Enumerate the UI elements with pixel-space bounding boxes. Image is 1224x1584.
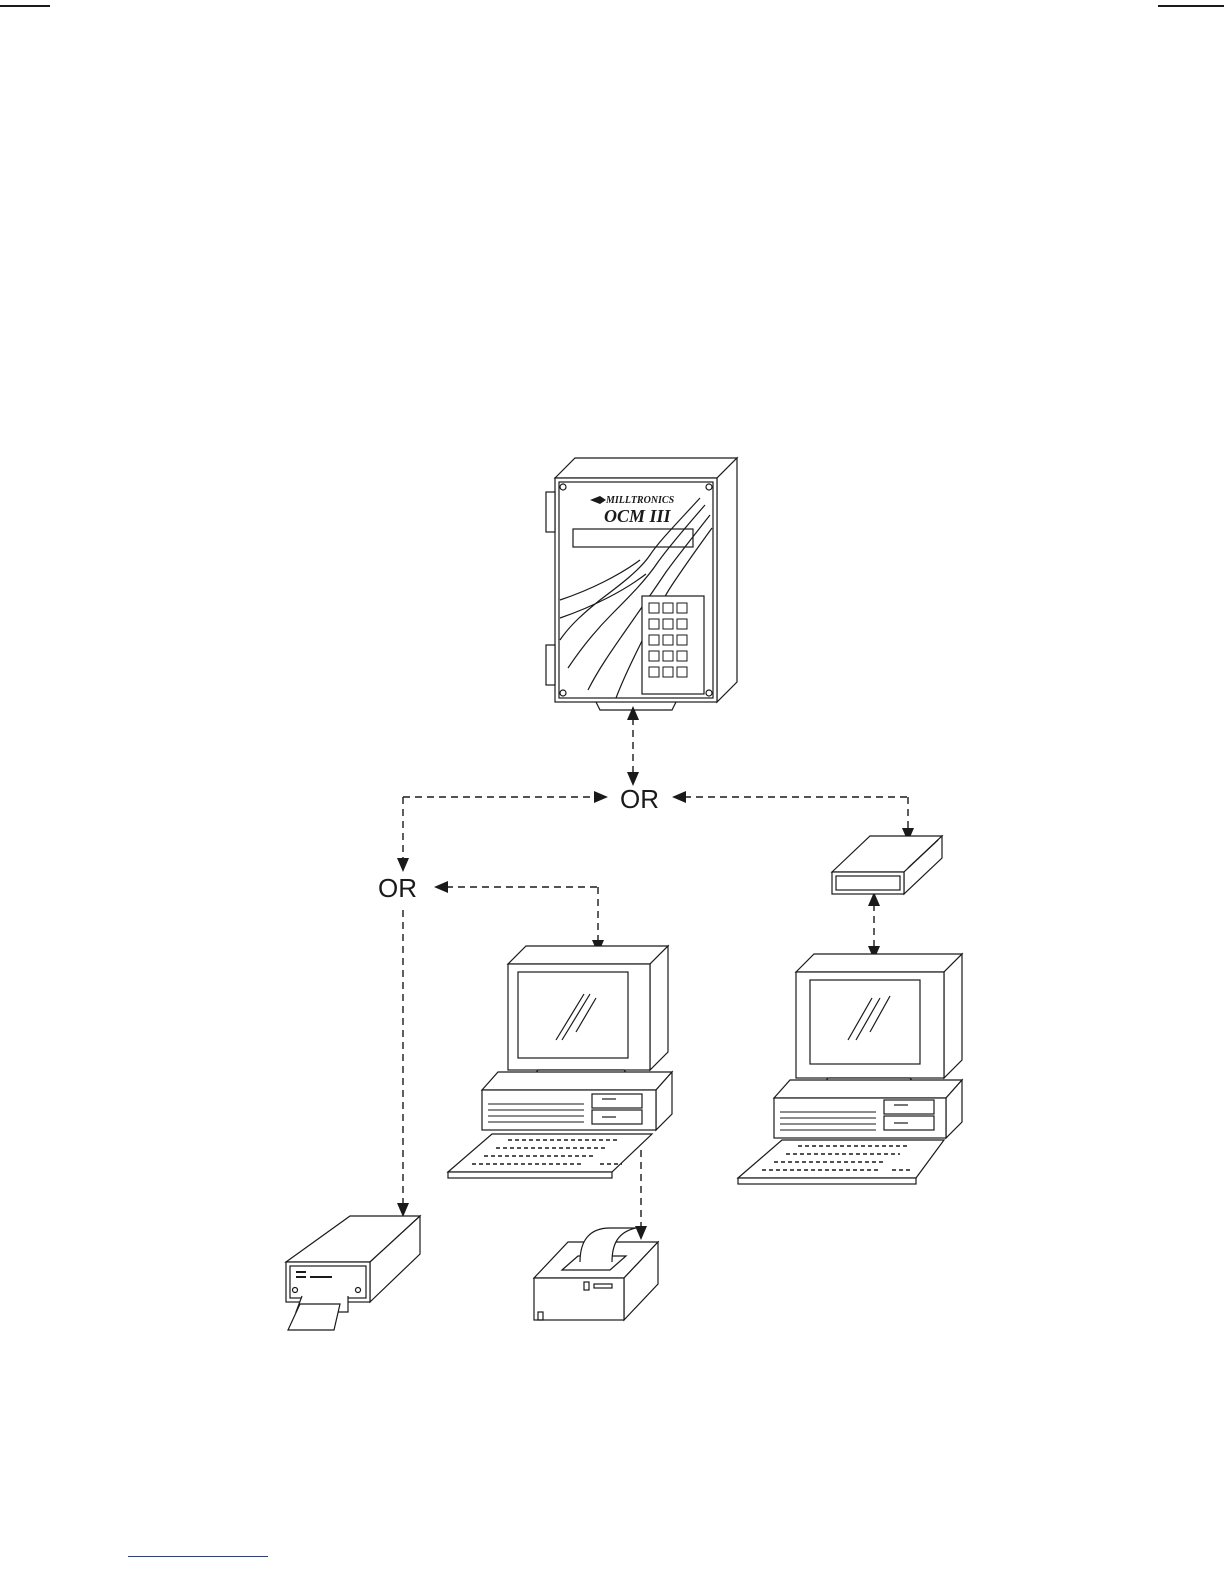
printer-icon xyxy=(534,1228,658,1320)
modem-icon xyxy=(832,836,942,894)
or-label-top: OR xyxy=(620,784,659,814)
desktop-computer-icon xyxy=(448,946,672,1178)
device-model-label: OCM III xyxy=(604,506,672,526)
desktop-computer-icon xyxy=(738,954,962,1184)
or-label-left: OR xyxy=(378,873,417,903)
device-brand-label: MILLTRONICS xyxy=(605,495,675,506)
tape-printer-icon xyxy=(286,1216,420,1330)
footer-link-underline[interactable] xyxy=(128,1556,268,1557)
ocm-iii-device-icon: MILLTRONICS OCM III xyxy=(546,458,737,710)
display-window xyxy=(573,529,693,547)
